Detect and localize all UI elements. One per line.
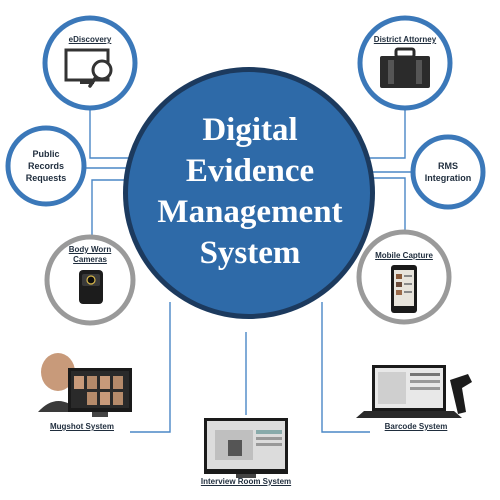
node-label-ediscovery: eDiscovery [68,35,112,44]
body-worn-line-2: Cameras [73,255,107,264]
node-label-body-worn-cameras: Body Worn Cameras [55,245,125,265]
connector-mobile [360,177,406,236]
monitor-magnifier-icon [64,48,113,88]
node-label-rms-integration: RMS Integration [415,160,481,184]
rms-line-1: RMS [438,161,458,171]
center-title-line-4: System [199,235,301,271]
ring-ediscovery [42,15,138,111]
smartphone-icon [391,265,417,313]
node-label-public-records: Public Records Requests [12,148,80,184]
interview-monitor-icon [204,418,288,478]
laptop-barcode-scanner-icon [356,365,472,418]
node-label-district-attorney: District Attorney [373,35,437,44]
public-records-line-3: Requests [25,173,67,183]
mugshot-monitor-icon [38,353,132,417]
connector-mugshot [130,302,171,433]
node-label-barcode-system: Barcode System [384,422,448,431]
center-title-line-2: Evidence [185,153,315,189]
briefcase-icon [380,47,430,88]
central-node [123,67,375,319]
connector-body-worn [91,179,135,238]
ring-public-records [5,125,87,207]
connector-barcode [321,302,370,433]
node-label-mobile-capture: Mobile Capture [375,251,433,260]
body-worn-line-1: Body Worn [68,245,112,254]
center-title-line-1: Digital [202,112,298,148]
center-title-line-3: Management [157,194,343,230]
body-camera-icon [79,270,103,304]
node-label-mugshot-system: Mugshot System [49,422,114,431]
public-records-line-1: Public [32,149,60,159]
rms-line-2: Integration [424,173,472,183]
center-title: Digital Evidence Management System [128,110,372,274]
node-label-interview-room-system: Interview Room System [200,477,292,486]
ring-rms-integration [410,134,486,210]
public-records-line-2: Records [27,161,64,171]
connector-lines [85,96,411,433]
